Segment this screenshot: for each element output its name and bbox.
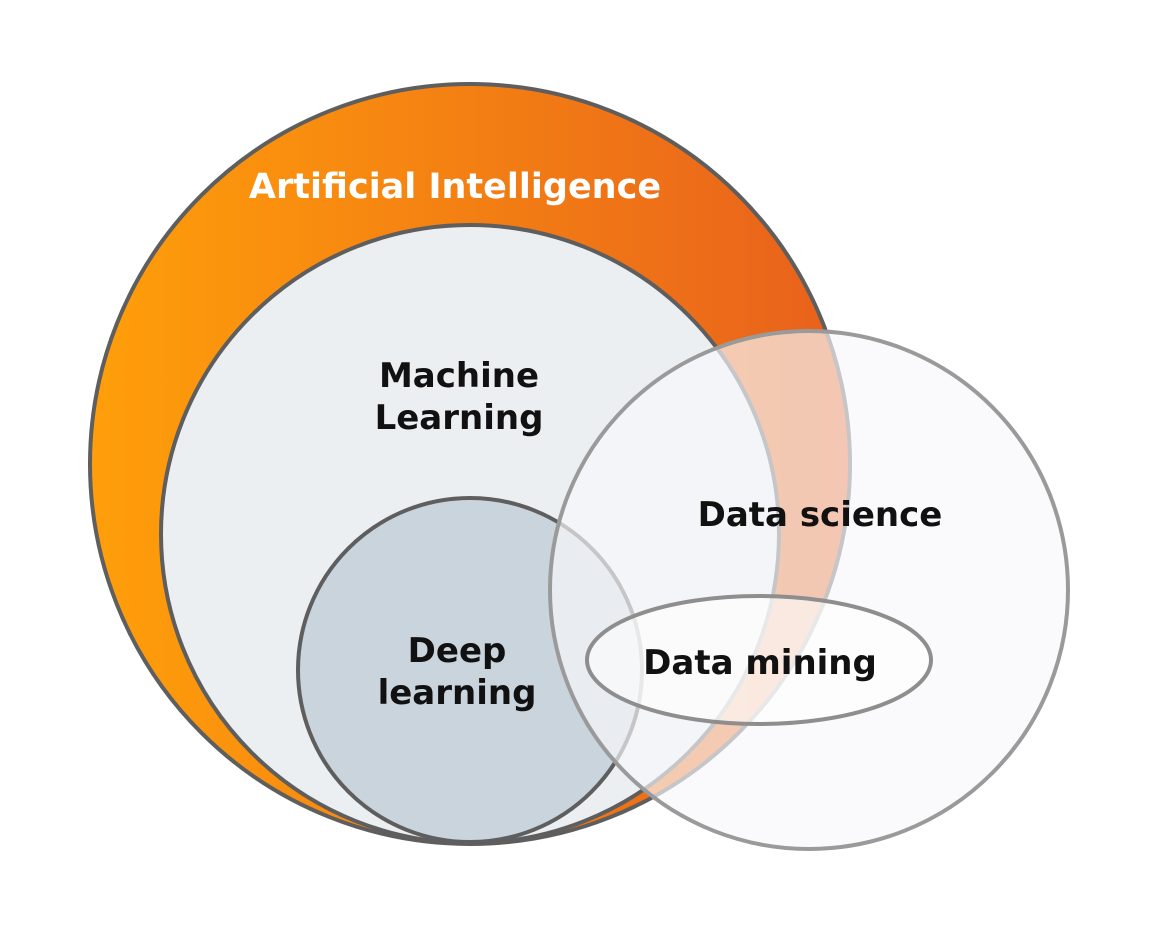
data-science-circle bbox=[548, 329, 1070, 851]
data-mining-label: Data mining bbox=[643, 643, 877, 683]
ml-label-line1: Machine bbox=[379, 356, 539, 396]
dl-label-line1: Deep bbox=[408, 631, 507, 671]
ai-label: Artificial Intelligence bbox=[249, 167, 661, 207]
data-mining-ellipse bbox=[585, 594, 933, 726]
data-science-label: Data science bbox=[698, 495, 943, 535]
dl-label-line2: learning bbox=[378, 673, 537, 713]
ml-label-line2: Learning bbox=[375, 398, 544, 438]
